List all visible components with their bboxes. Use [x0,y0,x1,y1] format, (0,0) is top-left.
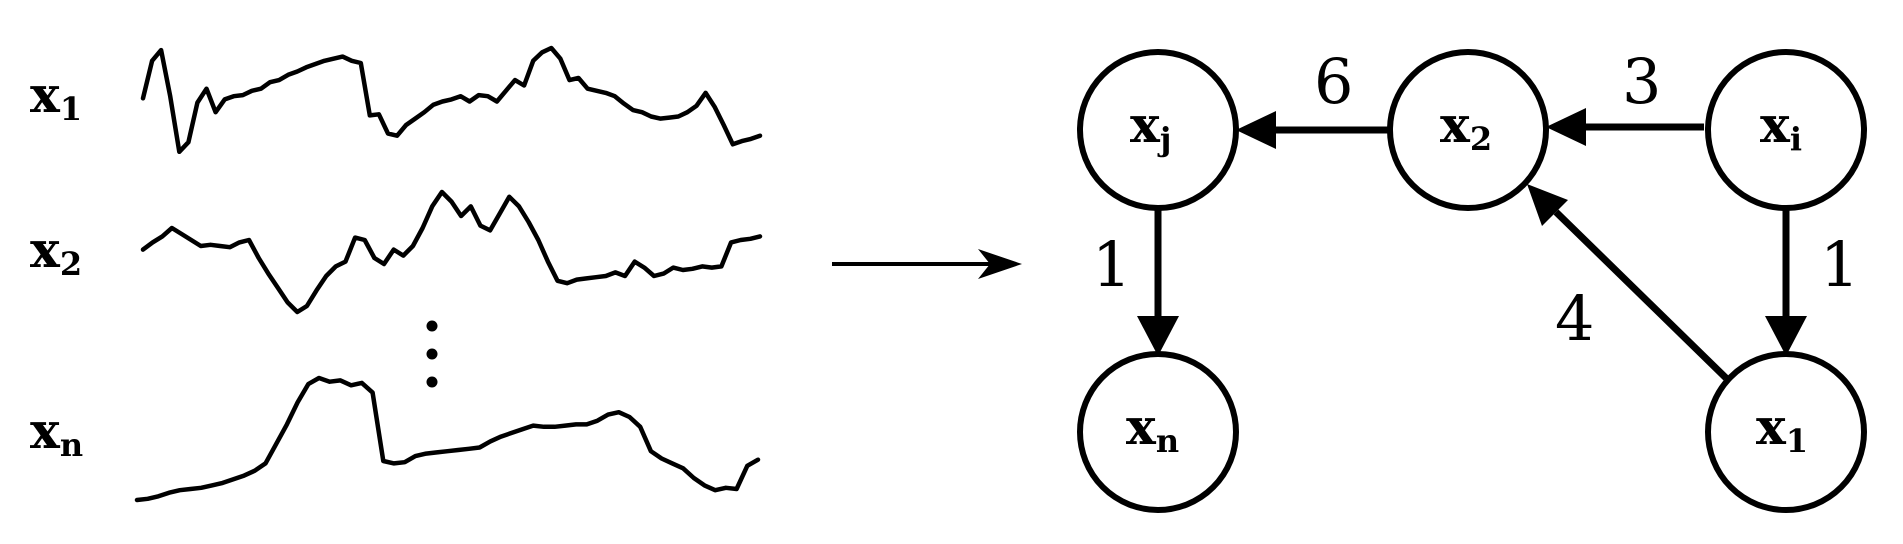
time-series-line-x1 [140,45,763,155]
edge-xi-to-x1: 1 [1765,208,1859,356]
series-label-x2: x2 [30,220,82,283]
svg-text:xi: xi [1760,95,1802,158]
edge-weight-1-left: 1 [1092,228,1131,301]
node-xn: xn [1077,351,1239,513]
svg-text:xn: xn [1126,397,1179,460]
node-xj: xj [1077,49,1239,211]
svg-text:x2: x2 [1440,95,1492,158]
node-x2: x2 [1387,49,1549,211]
edge-weight-4: 4 [1555,282,1594,355]
edge-weight-1-right: 1 [1820,228,1859,301]
transform-arrow [832,249,1022,279]
edge-x1-to-x2: 4 [1527,184,1729,381]
vertical-ellipsis [426,320,438,388]
edge-xi-to-x2: 3 [1546,45,1704,146]
node-xi: xi [1705,49,1867,211]
edge-xj-to-xn: 1 [1092,208,1179,356]
node-x1: x1 [1705,351,1867,513]
svg-text:xj: xj [1130,95,1171,158]
edge-x2-to-xj: 6 [1236,45,1392,149]
edge-weight-6: 6 [1314,45,1353,118]
svg-text:x1: x1 [1756,397,1808,460]
time-series-line-x2 [140,189,763,315]
series-label-x1: x1 [30,65,82,128]
time-series-line-xn [134,375,761,503]
series-label-xn: xn [30,401,83,464]
edge-weight-3: 3 [1622,45,1661,118]
